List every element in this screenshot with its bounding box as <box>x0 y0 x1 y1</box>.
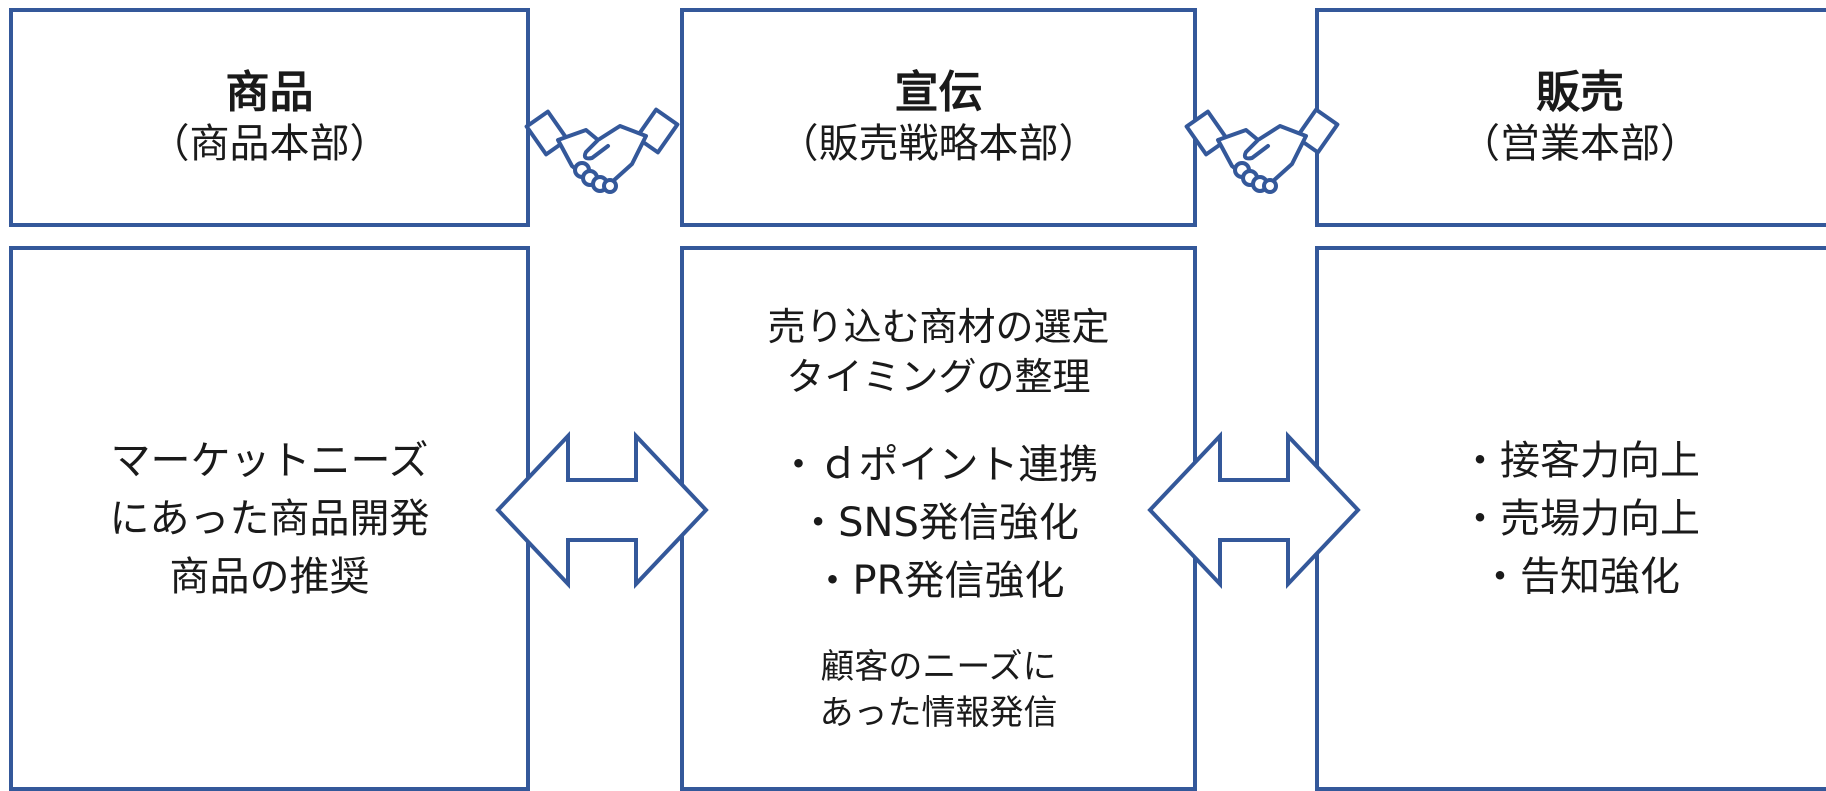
header-title: 商品 <box>225 66 314 118</box>
header-title: 販売 <box>1536 66 1624 118</box>
detail-bullet: ・ｄポイント連携 <box>778 441 1099 488</box>
detail-line: にあった商品開発 <box>109 495 430 542</box>
handshake-icon <box>1184 107 1340 194</box>
detail-line: あった情報発信 <box>819 692 1058 733</box>
header-box-products: 商品 （商品本部） <box>9 8 530 227</box>
double-arrow-icon <box>1147 430 1361 590</box>
detail-line: 顧客のニーズに <box>820 646 1057 687</box>
header-box-promotion: 宣伝 （販売戦略本部） <box>680 8 1197 227</box>
header-subtitle: （販売戦略本部） <box>778 120 1099 167</box>
detail-line: マーケットニーズ <box>110 437 429 484</box>
detail-line: 売り込む商材の選定 <box>767 304 1110 349</box>
detail-line: タイミングの整理 <box>786 354 1091 399</box>
detail-box-sales: ・接客力向上 ・売場力向上 ・告知強化 <box>1315 246 1826 791</box>
detail-line: 商品の推奨 <box>169 553 370 600</box>
header-title: 宣伝 <box>894 66 983 118</box>
detail-box-promotion: 売り込む商材の選定 タイミングの整理 ・ｄポイント連携 ・SNS発信強化 ・PR… <box>680 246 1197 791</box>
detail-box-products: マーケットニーズ にあった商品開発 商品の推奨 <box>9 246 530 791</box>
detail-bullet: ・告知強化 <box>1480 553 1680 600</box>
handshake-icon <box>524 107 680 194</box>
double-arrow-icon <box>495 430 709 590</box>
detail-bullet: ・接客力向上 <box>1460 437 1700 484</box>
detail-bullet: ・SNS発信強化 <box>798 499 1079 546</box>
detail-bullet: ・売場力向上 <box>1460 495 1700 542</box>
detail-bullet: ・PR発信強化 <box>812 557 1065 604</box>
header-subtitle: （商品本部） <box>149 120 390 167</box>
header-subtitle: （営業本部） <box>1460 120 1700 167</box>
header-box-sales: 販売 （営業本部） <box>1315 8 1826 227</box>
